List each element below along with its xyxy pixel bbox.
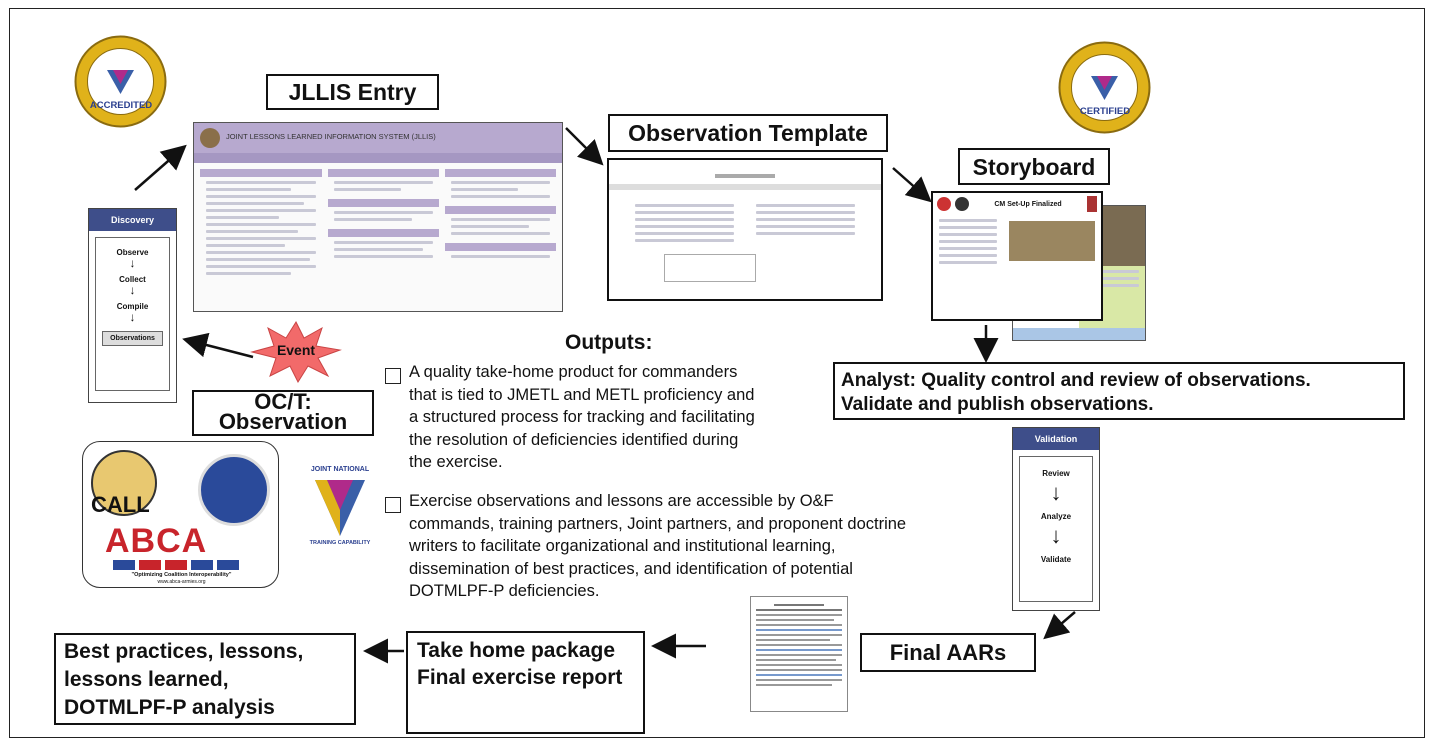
output-2-line: DOTMLPF-P deficiencies. bbox=[409, 582, 600, 600]
output-2-line: writers to facilitate organizational and… bbox=[409, 537, 836, 555]
output-1-line: that is tied to JMETL and METL proficien… bbox=[409, 385, 755, 404]
jntc-seal-bottom: TRAINING CAPABILITY bbox=[309, 540, 371, 546]
take-home-line1: Take home package bbox=[417, 639, 616, 662]
arrow-template-to-storyboard bbox=[892, 167, 932, 203]
storyboard-label: Storyboard bbox=[958, 148, 1110, 185]
final-aars-text: Final AARs bbox=[889, 640, 1007, 665]
output-2-line: dissemination of best practices, and ide… bbox=[409, 559, 853, 578]
down-arrow-icon: ↓ bbox=[1050, 523, 1062, 548]
output-checkbox-2 bbox=[385, 497, 401, 513]
storyboard-screenshot: CM Set-Up Finalized bbox=[931, 191, 1103, 321]
down-arrow-icon: ↓ bbox=[129, 283, 136, 297]
validation-flow: Validation Review ↓ Analyze ↓ Validate bbox=[1012, 427, 1100, 611]
discovery-flow: Discovery Observe ↓ Collect ↓ Compile ↓ … bbox=[88, 208, 177, 403]
jntc-logo: JOINT NATIONAL TRAINING CAPABILITY bbox=[305, 466, 375, 552]
best-practices-line1: Best practices, lessons, bbox=[64, 640, 304, 663]
call-text: CALL bbox=[91, 492, 150, 517]
output-2-line: commands, training partners, Joint partn… bbox=[409, 514, 907, 533]
accredited-seal: ACCREDITED bbox=[73, 34, 168, 129]
validation-step-validate: Validate bbox=[1040, 555, 1072, 564]
down-arrow-icon: ↓ bbox=[129, 310, 136, 324]
analyst-line1: Analyst: Quality control and review of o… bbox=[841, 370, 1311, 391]
output-1-line: a structured process for tracking and fa… bbox=[409, 408, 755, 426]
oct-observation-label: OC/T: Observation bbox=[192, 390, 374, 436]
certified-text: CERTIFIED bbox=[1079, 106, 1131, 117]
discovery-step-observations: Observations bbox=[102, 331, 163, 346]
jllis-entry-text: JLLIS Entry bbox=[288, 79, 417, 105]
arrow-validation-to-aars bbox=[1043, 611, 1076, 640]
output-item-2: Exercise observations and lessons are ac… bbox=[409, 490, 969, 603]
event-text: Event bbox=[276, 342, 316, 358]
discovery-title: Discovery bbox=[89, 209, 176, 231]
take-home-label: Take home package Final exercise report bbox=[406, 631, 645, 734]
discovery-step-observe: Observe bbox=[116, 248, 149, 257]
abca-url: www.abca-armies.org bbox=[157, 579, 206, 585]
best-practices-line2: lessons learned, bbox=[64, 668, 229, 691]
observation-template-text: Observation Template bbox=[628, 120, 868, 146]
jllis-title: JOINT LESSONS LEARNED INFORMATION SYSTEM… bbox=[226, 132, 436, 141]
arrow-event-to-discovery bbox=[182, 332, 254, 359]
arrow-jllis-to-template bbox=[565, 127, 604, 166]
oct-label-line2: Observation bbox=[218, 409, 348, 434]
diagram-frame bbox=[9, 8, 1425, 738]
oct-label-line1: OC/T: bbox=[254, 389, 312, 414]
discovery-step-collect: Collect bbox=[119, 275, 146, 284]
observation-template-screenshot bbox=[607, 158, 883, 301]
event-burst: Event bbox=[250, 320, 342, 384]
best-practices-label: Best practices, lessons, lessons learned… bbox=[54, 633, 356, 725]
accredited-text: ACCREDITED bbox=[89, 100, 153, 111]
storyboard-text: Storyboard bbox=[972, 154, 1096, 180]
discovery-step-compile: Compile bbox=[116, 302, 149, 311]
down-arrow-icon: ↓ bbox=[1050, 480, 1062, 505]
output-1-line: the exercise. bbox=[409, 453, 503, 471]
final-aars-label: Final AARs bbox=[860, 633, 1036, 672]
storyboard-title: CM Set-Up Finalized bbox=[994, 200, 1062, 208]
arrow-discovery-to-jllis bbox=[134, 144, 187, 191]
call-abca-logos: CALL ABCA "Optimizing Coalition Interope… bbox=[82, 441, 279, 588]
validation-step-review: Review bbox=[1042, 469, 1070, 478]
jllis-screenshot: JOINT LESSONS LEARNED INFORMATION SYSTEM… bbox=[193, 122, 563, 312]
output-item-1: A quality take-home product for commande… bbox=[409, 361, 829, 474]
certified-seal: CERTIFIED bbox=[1057, 40, 1152, 135]
output-checkbox-1 bbox=[385, 368, 401, 384]
analyst-line2: Validate and publish observations. bbox=[841, 394, 1154, 415]
jllis-entry-label: JLLIS Entry bbox=[266, 74, 439, 110]
outputs-title: Outputs: bbox=[565, 331, 653, 354]
validation-step-analyze: Analyze bbox=[1040, 512, 1072, 521]
jntc-seal-top: JOINT NATIONAL bbox=[310, 466, 370, 473]
analyst-label: Analyst: Quality control and review of o… bbox=[833, 362, 1405, 420]
output-1-line: A quality take-home product for commande… bbox=[409, 363, 738, 381]
abca-tagline: "Optimizing Coalition Interoperability" bbox=[131, 572, 232, 578]
down-arrow-icon: ↓ bbox=[129, 256, 136, 270]
final-report-document bbox=[750, 596, 848, 712]
abca-text: ABCA bbox=[105, 522, 208, 560]
validation-title: Validation bbox=[1013, 428, 1099, 450]
output-2-line: Exercise observations and lessons are ac… bbox=[409, 492, 834, 510]
output-1-line: the resolution of deficiencies identifie… bbox=[409, 430, 739, 449]
best-practices-line3: DOTMLPF-P analysis bbox=[64, 696, 275, 719]
observation-template-label: Observation Template bbox=[608, 114, 888, 152]
take-home-line2: Final exercise report bbox=[417, 666, 623, 689]
